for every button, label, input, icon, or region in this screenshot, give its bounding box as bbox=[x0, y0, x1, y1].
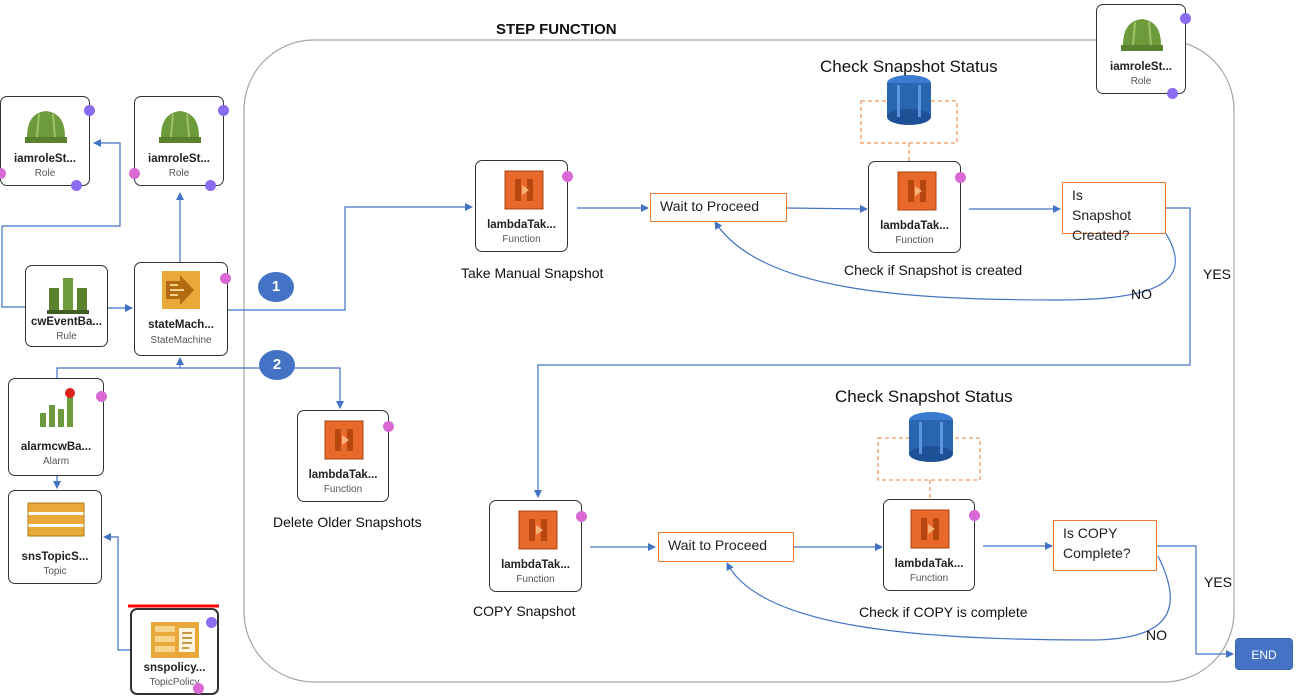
node-type: Alarm bbox=[42, 456, 70, 467]
port-dot[interactable] bbox=[96, 391, 107, 402]
node-type: Function bbox=[516, 574, 555, 585]
node-name: lambdaTak... bbox=[308, 469, 378, 481]
wait-to-proceed-box-2[interactable]: Wait to Proceed bbox=[658, 532, 794, 562]
port-dot[interactable] bbox=[1167, 88, 1178, 99]
port-dot[interactable] bbox=[383, 421, 394, 432]
lambda-check-snapshot-node[interactable]: lambdaTak... Function bbox=[868, 161, 966, 253]
port-dot[interactable] bbox=[206, 617, 217, 628]
node-name: lambdaTak... bbox=[501, 559, 570, 571]
hardhat-icon bbox=[159, 111, 201, 143]
node-type: Rule bbox=[56, 331, 77, 342]
node-name: snsTopicS... bbox=[21, 551, 89, 563]
role-node-2[interactable]: iamroleSt... Role bbox=[129, 96, 229, 191]
role-node-1[interactable]: iamroleSt... Role bbox=[0, 96, 95, 191]
port-dot[interactable] bbox=[129, 168, 140, 179]
port-dot[interactable] bbox=[220, 273, 231, 284]
caption-check-copy-complete: Check if COPY is complete bbox=[859, 604, 1028, 620]
end-node[interactable]: END bbox=[1235, 638, 1293, 670]
hardhat-icon bbox=[1121, 19, 1163, 51]
is-snapshot-created-box[interactable]: Is Snapshot Created? bbox=[1062, 182, 1166, 243]
edge-label-no-top: NO bbox=[1131, 286, 1152, 302]
port-dot[interactable] bbox=[84, 105, 95, 116]
node-name: stateMach... bbox=[148, 319, 214, 331]
port-dot[interactable] bbox=[955, 172, 966, 183]
node-type: Role bbox=[34, 168, 56, 179]
lambda-icon bbox=[504, 170, 544, 210]
port-dot[interactable] bbox=[205, 180, 216, 191]
lambda-check-copy-node[interactable]: lambdaTak... Function bbox=[883, 499, 980, 591]
node-type: Function bbox=[895, 235, 934, 246]
edge-label-yes-top: YES bbox=[1203, 266, 1232, 282]
rds-database-icon bbox=[909, 412, 953, 462]
edge-label-yes-bottom: YES bbox=[1204, 574, 1233, 590]
step-function-container bbox=[243, 39, 1235, 683]
statemachine-node[interactable]: stateMach... StateMachine bbox=[134, 262, 231, 356]
port-dot[interactable] bbox=[576, 511, 587, 522]
node-type: Role bbox=[168, 168, 190, 179]
header-check-snapshot-status-bottom: Check Snapshot Status bbox=[835, 387, 1013, 406]
alarm-icon bbox=[40, 388, 75, 427]
sns-topic-icon bbox=[27, 502, 85, 537]
lambda-icon bbox=[910, 509, 950, 549]
port-dot[interactable] bbox=[562, 171, 573, 182]
hardhat-icon bbox=[25, 111, 67, 143]
node-type: Function bbox=[323, 484, 363, 495]
node-type: Role bbox=[1130, 76, 1152, 87]
port-dot[interactable] bbox=[969, 510, 980, 521]
caption-copy-snapshot: COPY Snapshot bbox=[473, 603, 576, 619]
port-dot[interactable] bbox=[1180, 13, 1191, 24]
step-functions-icon bbox=[162, 271, 200, 309]
node-name: snspolicy... bbox=[143, 662, 206, 674]
wait-to-proceed-box-1[interactable]: Wait to Proceed bbox=[650, 193, 787, 222]
caption-check-snapshot-created: Check if Snapshot is created bbox=[844, 262, 1023, 278]
port-dot[interactable] bbox=[218, 105, 229, 116]
rule-node[interactable]: cwEventBa... Rule bbox=[25, 265, 108, 347]
node-type: Function bbox=[502, 234, 541, 245]
node-name: iamroleSt... bbox=[1110, 61, 1172, 73]
node-name: lambdaTak... bbox=[880, 220, 949, 232]
alarm-node[interactable]: alarmcwBa... Alarm bbox=[8, 378, 107, 476]
node-name: iamroleSt... bbox=[148, 153, 210, 165]
port-dot[interactable] bbox=[71, 180, 82, 191]
node-name: lambdaTak... bbox=[487, 219, 556, 231]
role-node-3[interactable]: iamroleSt... Role bbox=[1096, 4, 1191, 99]
node-name: iamroleSt... bbox=[14, 153, 76, 165]
cloudwatch-event-icon bbox=[47, 278, 89, 314]
topic-policy-icon bbox=[151, 622, 199, 658]
lambda-delete-snapshots-node[interactable]: lambdaTak... Function bbox=[297, 410, 394, 502]
topic-policy-node[interactable]: snspolicy... TopicPolicy bbox=[130, 608, 219, 695]
caption-delete-older-snapshots: Delete Older Snapshots bbox=[273, 514, 422, 530]
step-marker-1: 1 bbox=[258, 272, 294, 302]
edge-label-no-bottom: NO bbox=[1146, 627, 1167, 643]
port-dot[interactable] bbox=[193, 683, 204, 694]
header-check-snapshot-status-top: Check Snapshot Status bbox=[820, 57, 998, 76]
node-name: alarmcwBa... bbox=[20, 441, 92, 453]
lambda-take-snapshot-node[interactable]: lambdaTak... Function bbox=[475, 160, 573, 252]
node-type: StateMachine bbox=[150, 335, 212, 346]
step-marker-2: 2 bbox=[259, 350, 295, 380]
rds-database-icon bbox=[887, 75, 931, 125]
node-name: cwEventBa... bbox=[31, 316, 102, 328]
lambda-copy-snapshot-node[interactable]: lambdaTak... Function bbox=[489, 500, 587, 592]
node-name: lambdaTak... bbox=[894, 558, 964, 570]
lambda-icon bbox=[897, 171, 937, 211]
lambda-icon bbox=[324, 420, 364, 460]
lambda-icon bbox=[518, 510, 558, 550]
node-type: Topic bbox=[43, 566, 67, 577]
caption-take-manual-snapshot: Take Manual Snapshot bbox=[461, 265, 604, 281]
is-copy-complete-box[interactable]: Is COPY Complete? bbox=[1053, 520, 1157, 571]
node-type: TopicPolicy bbox=[149, 677, 200, 688]
diagram-title: STEP FUNCTION bbox=[496, 21, 617, 38]
node-type: Function bbox=[909, 573, 949, 584]
topic-node[interactable]: snsTopicS... Topic bbox=[8, 490, 102, 584]
port-dot[interactable] bbox=[0, 168, 6, 179]
